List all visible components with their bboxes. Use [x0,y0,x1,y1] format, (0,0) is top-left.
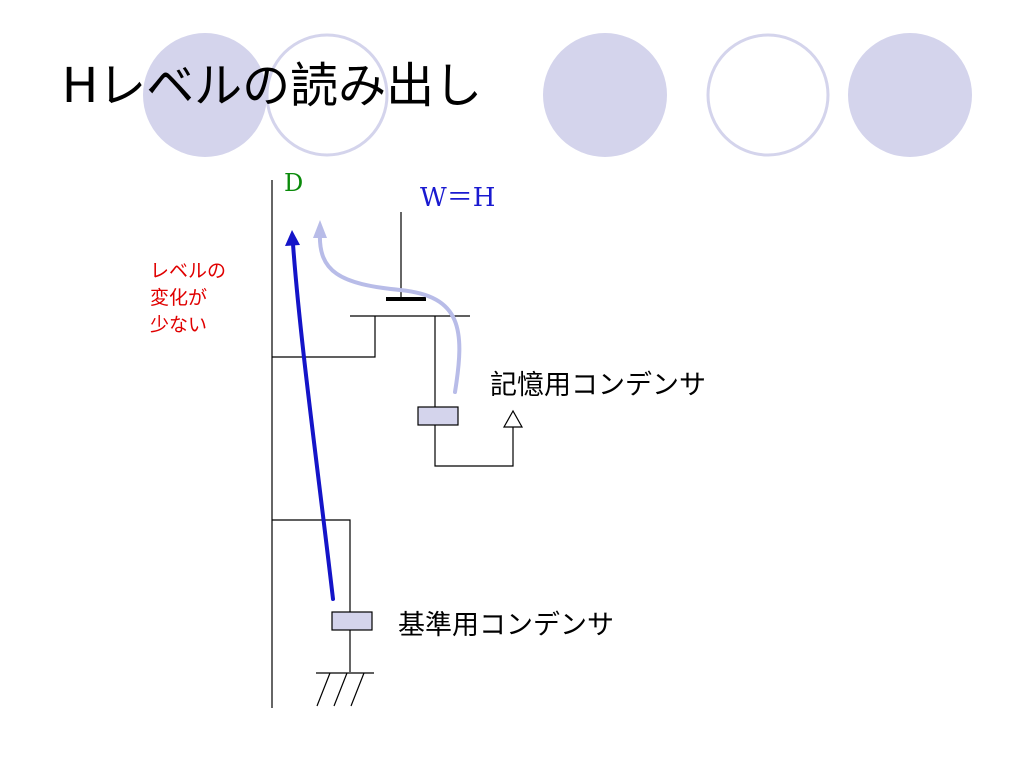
reference-capacitor-label: 基準用コンデンサ [398,610,614,641]
reference-capacitor [331,611,373,631]
weak-charge-flow-arrow [317,230,462,394]
level-change-note: レベルの 変化が 少ない [150,258,226,339]
slide-title: Hレベルの読み出し [62,58,483,114]
storage-capacitor [417,406,459,426]
storage-capacitor-wire [434,425,514,467]
wordline-label: W＝H [420,183,496,213]
bitline-label: D [284,169,304,197]
ground-hatch [316,672,365,707]
note-line: レベルの [150,260,227,282]
reference-wire [272,519,351,612]
outline-circle [706,33,830,157]
filled-circle [848,33,972,157]
storage-capacitor-label: 記憶用コンデンサ [490,370,706,401]
note-line: 変化が [150,287,208,309]
filled-circle [143,33,267,157]
note-line: 少ない [150,314,208,336]
strong-charge-flow-arrow [291,242,335,601]
cell-wire [272,316,376,358]
outline-circle [265,33,389,157]
strong-arrow-head [285,230,300,246]
weak-arrow-head [313,220,327,238]
reference-voltage-triangle [502,409,524,428]
filled-circle [543,33,667,157]
